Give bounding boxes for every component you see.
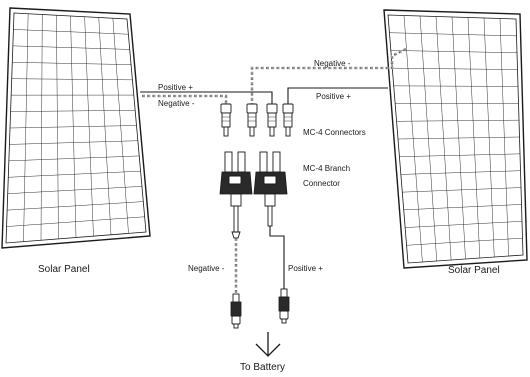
label-to-battery: To Battery [240,362,285,373]
panel-grid-line [402,187,522,193]
mc4-connector-icon [220,103,232,137]
panel-grid-line [399,153,521,157]
label-negative-right: Negative - [314,59,351,68]
branch-connector-icon [253,151,288,227]
solar-panel-left-cells [6,13,145,242]
arrow-down-icon [255,332,281,357]
positive-wire-right [287,87,388,106]
positive-wire-battery [269,226,285,290]
wires-bottom [234,226,285,295]
mc4-branch-connector [219,151,288,239]
mc4-connectors [220,103,294,137]
positive-wire-left [140,91,273,106]
solar-panel-right [383,9,528,269]
panel-grid-line [10,110,136,112]
label-solar-panel-left: Solar Panel [38,264,90,275]
label-negative-left: Negative - [158,99,195,108]
panel-grid-line [8,155,140,162]
label-branch-line1: MC-4 Branch [303,164,350,173]
mc4-connector-icon [246,103,258,137]
panel-grid-line [389,32,517,37]
panel-grid-line [400,170,521,175]
solar-panel-icon [383,9,528,269]
panel-grid-line [12,62,132,65]
wires-top [140,46,409,106]
mc4-connectors-bottom [230,288,290,329]
panel-grid-line [390,50,518,53]
panel-grid-line [393,85,519,87]
solar-panel-left [1,7,151,249]
label-mc4-connectors: MC-4 Connectors [303,128,366,137]
panel-grid-line [403,204,522,211]
mc4-connector-icon [230,293,242,329]
panel-grid-line [9,125,137,129]
panel-grid-line [11,78,133,81]
panel-grid-line [397,136,520,140]
label-positive-left: Positive + [158,83,193,92]
label-positive-right: Positive + [316,92,351,101]
solar-panel-right-cells [389,15,523,263]
branch-connector-icon [219,151,253,239]
panel-grid-line [396,119,520,122]
panel-grid-line [7,186,142,194]
panel-grid-line [406,237,523,246]
label-solar-panel-right: Solar Panel [448,265,500,276]
label-negative-bottom: Negative - [188,264,225,273]
panel-grid-line [405,221,523,228]
mc4-connector-icon [282,103,294,137]
label-positive-bottom: Positive + [288,264,323,273]
panel-grid-line [9,140,138,145]
panel-grid-line [6,216,145,227]
panel-grid-line [392,67,518,70]
label-branch-line2: Connector [303,179,340,188]
mc4-connector-icon [266,103,278,137]
panel-grid-line [7,201,144,211]
panel-grid-line [8,170,141,178]
panel-grid-line [12,45,130,50]
mc4-connector-icon [278,288,290,324]
panel-grid-line [13,29,129,35]
